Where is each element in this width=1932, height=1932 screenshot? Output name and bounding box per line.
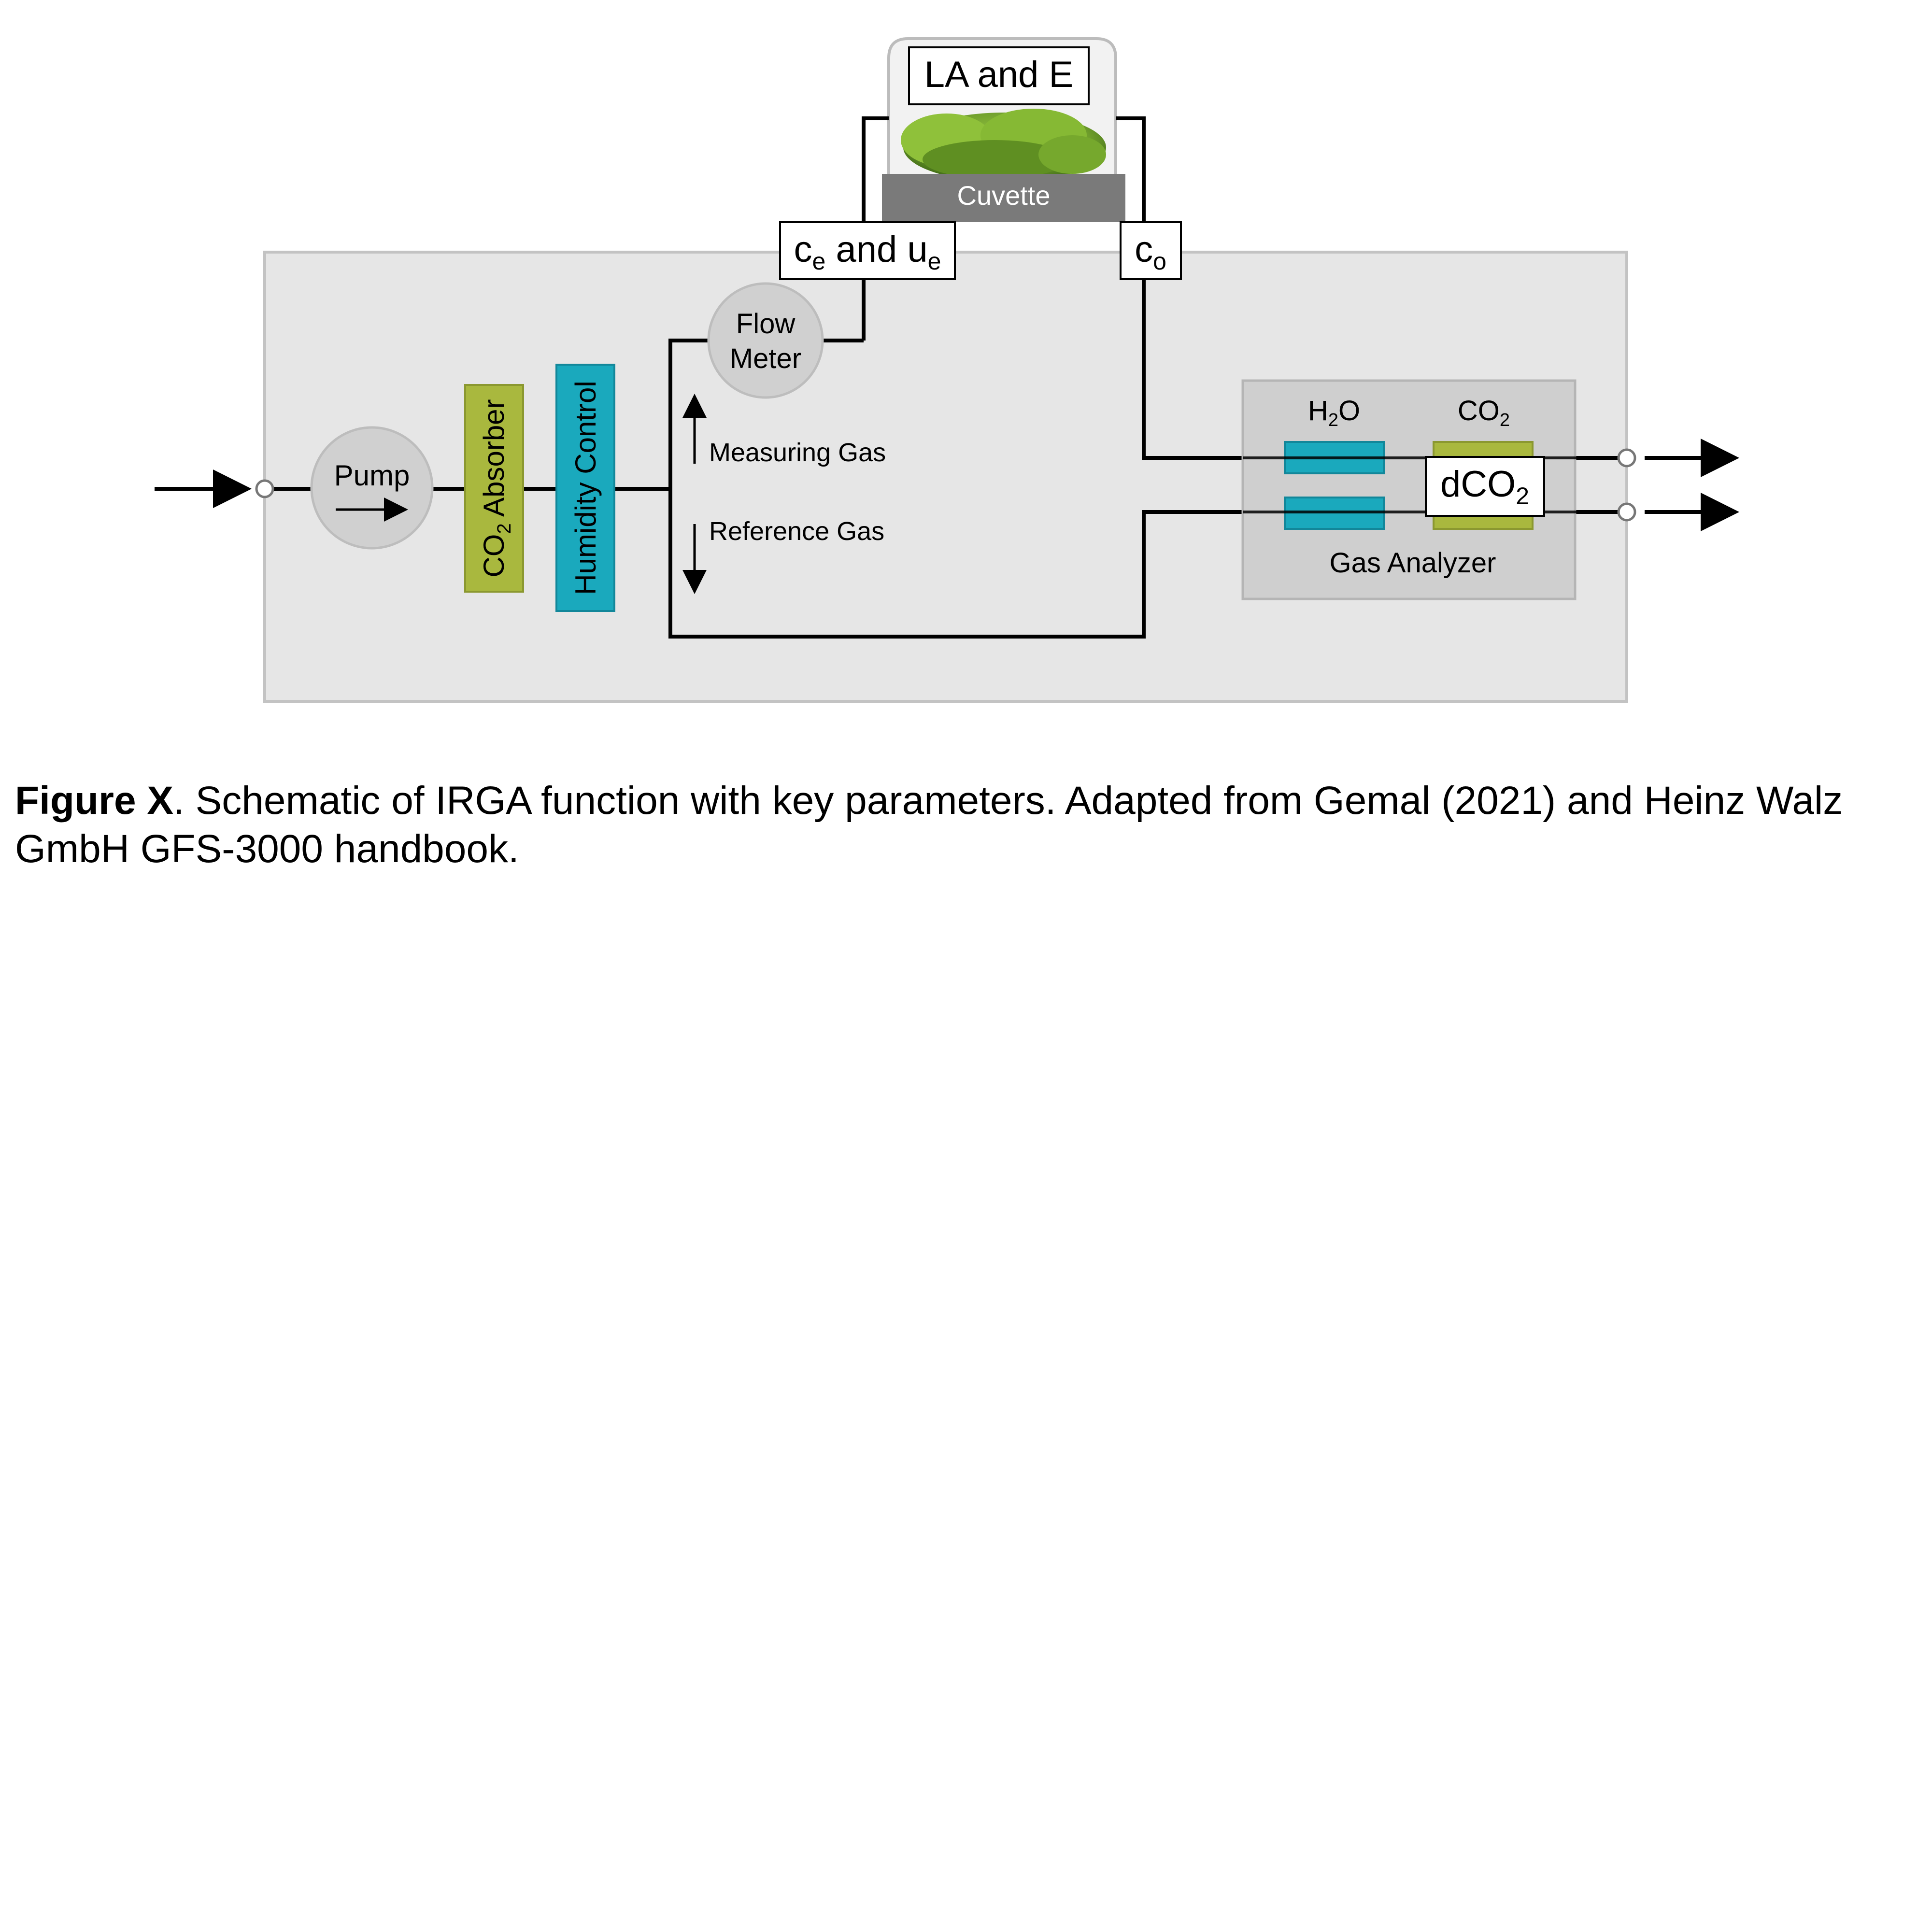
- moss-sample-image: [901, 109, 1106, 182]
- irga-schematic: Cuvette Pump CO2 Absorber Humidity Contr…: [155, 37, 1739, 703]
- cuvette: [882, 174, 1125, 222]
- la-and-e-box: [908, 46, 1090, 105]
- figure-label: Figure X: [15, 779, 174, 823]
- reference-gas-label: Reference Gas: [709, 517, 884, 546]
- h2o-label: H2O: [1308, 395, 1360, 430]
- caption-text: . Schematic of IRGA function with key pa…: [15, 779, 1843, 871]
- flow-meter: [707, 282, 824, 399]
- figure-caption: Figure X. Schematic of IRGA function wit…: [15, 777, 1917, 873]
- pump-label: Pump: [334, 459, 410, 492]
- inlet-port: [255, 479, 274, 498]
- humidity-control: [555, 364, 615, 612]
- cuvette-label: Cuvette: [957, 180, 1051, 211]
- co-box: [1120, 221, 1182, 280]
- measuring-gas-line: [668, 339, 715, 489]
- humidity-control-label: Humidity Control: [569, 381, 602, 595]
- la-and-e-label: LA and E: [924, 54, 1074, 95]
- dco2-box: [1425, 456, 1545, 517]
- flow-meter-label-line1: Flow: [736, 308, 796, 340]
- co2-absorber: [464, 384, 524, 593]
- gas-analyzer-label: Gas Analyzer: [1330, 547, 1496, 579]
- co2-absorber-label: CO2 Absorber: [478, 399, 515, 577]
- ce-and-ue-box: [779, 221, 956, 280]
- flow-meter-label-line2: Meter: [730, 343, 801, 374]
- ce-and-ue-label: ce and ue: [794, 229, 941, 275]
- outlet-port-reference: [1617, 502, 1636, 522]
- measuring-gas-label: Measuring Gas: [709, 438, 886, 467]
- outlet-port-measuring: [1617, 448, 1636, 468]
- dco2-label: dCO2: [1440, 464, 1529, 510]
- co-label: co: [1135, 229, 1166, 275]
- co2-label: CO2: [1458, 395, 1510, 430]
